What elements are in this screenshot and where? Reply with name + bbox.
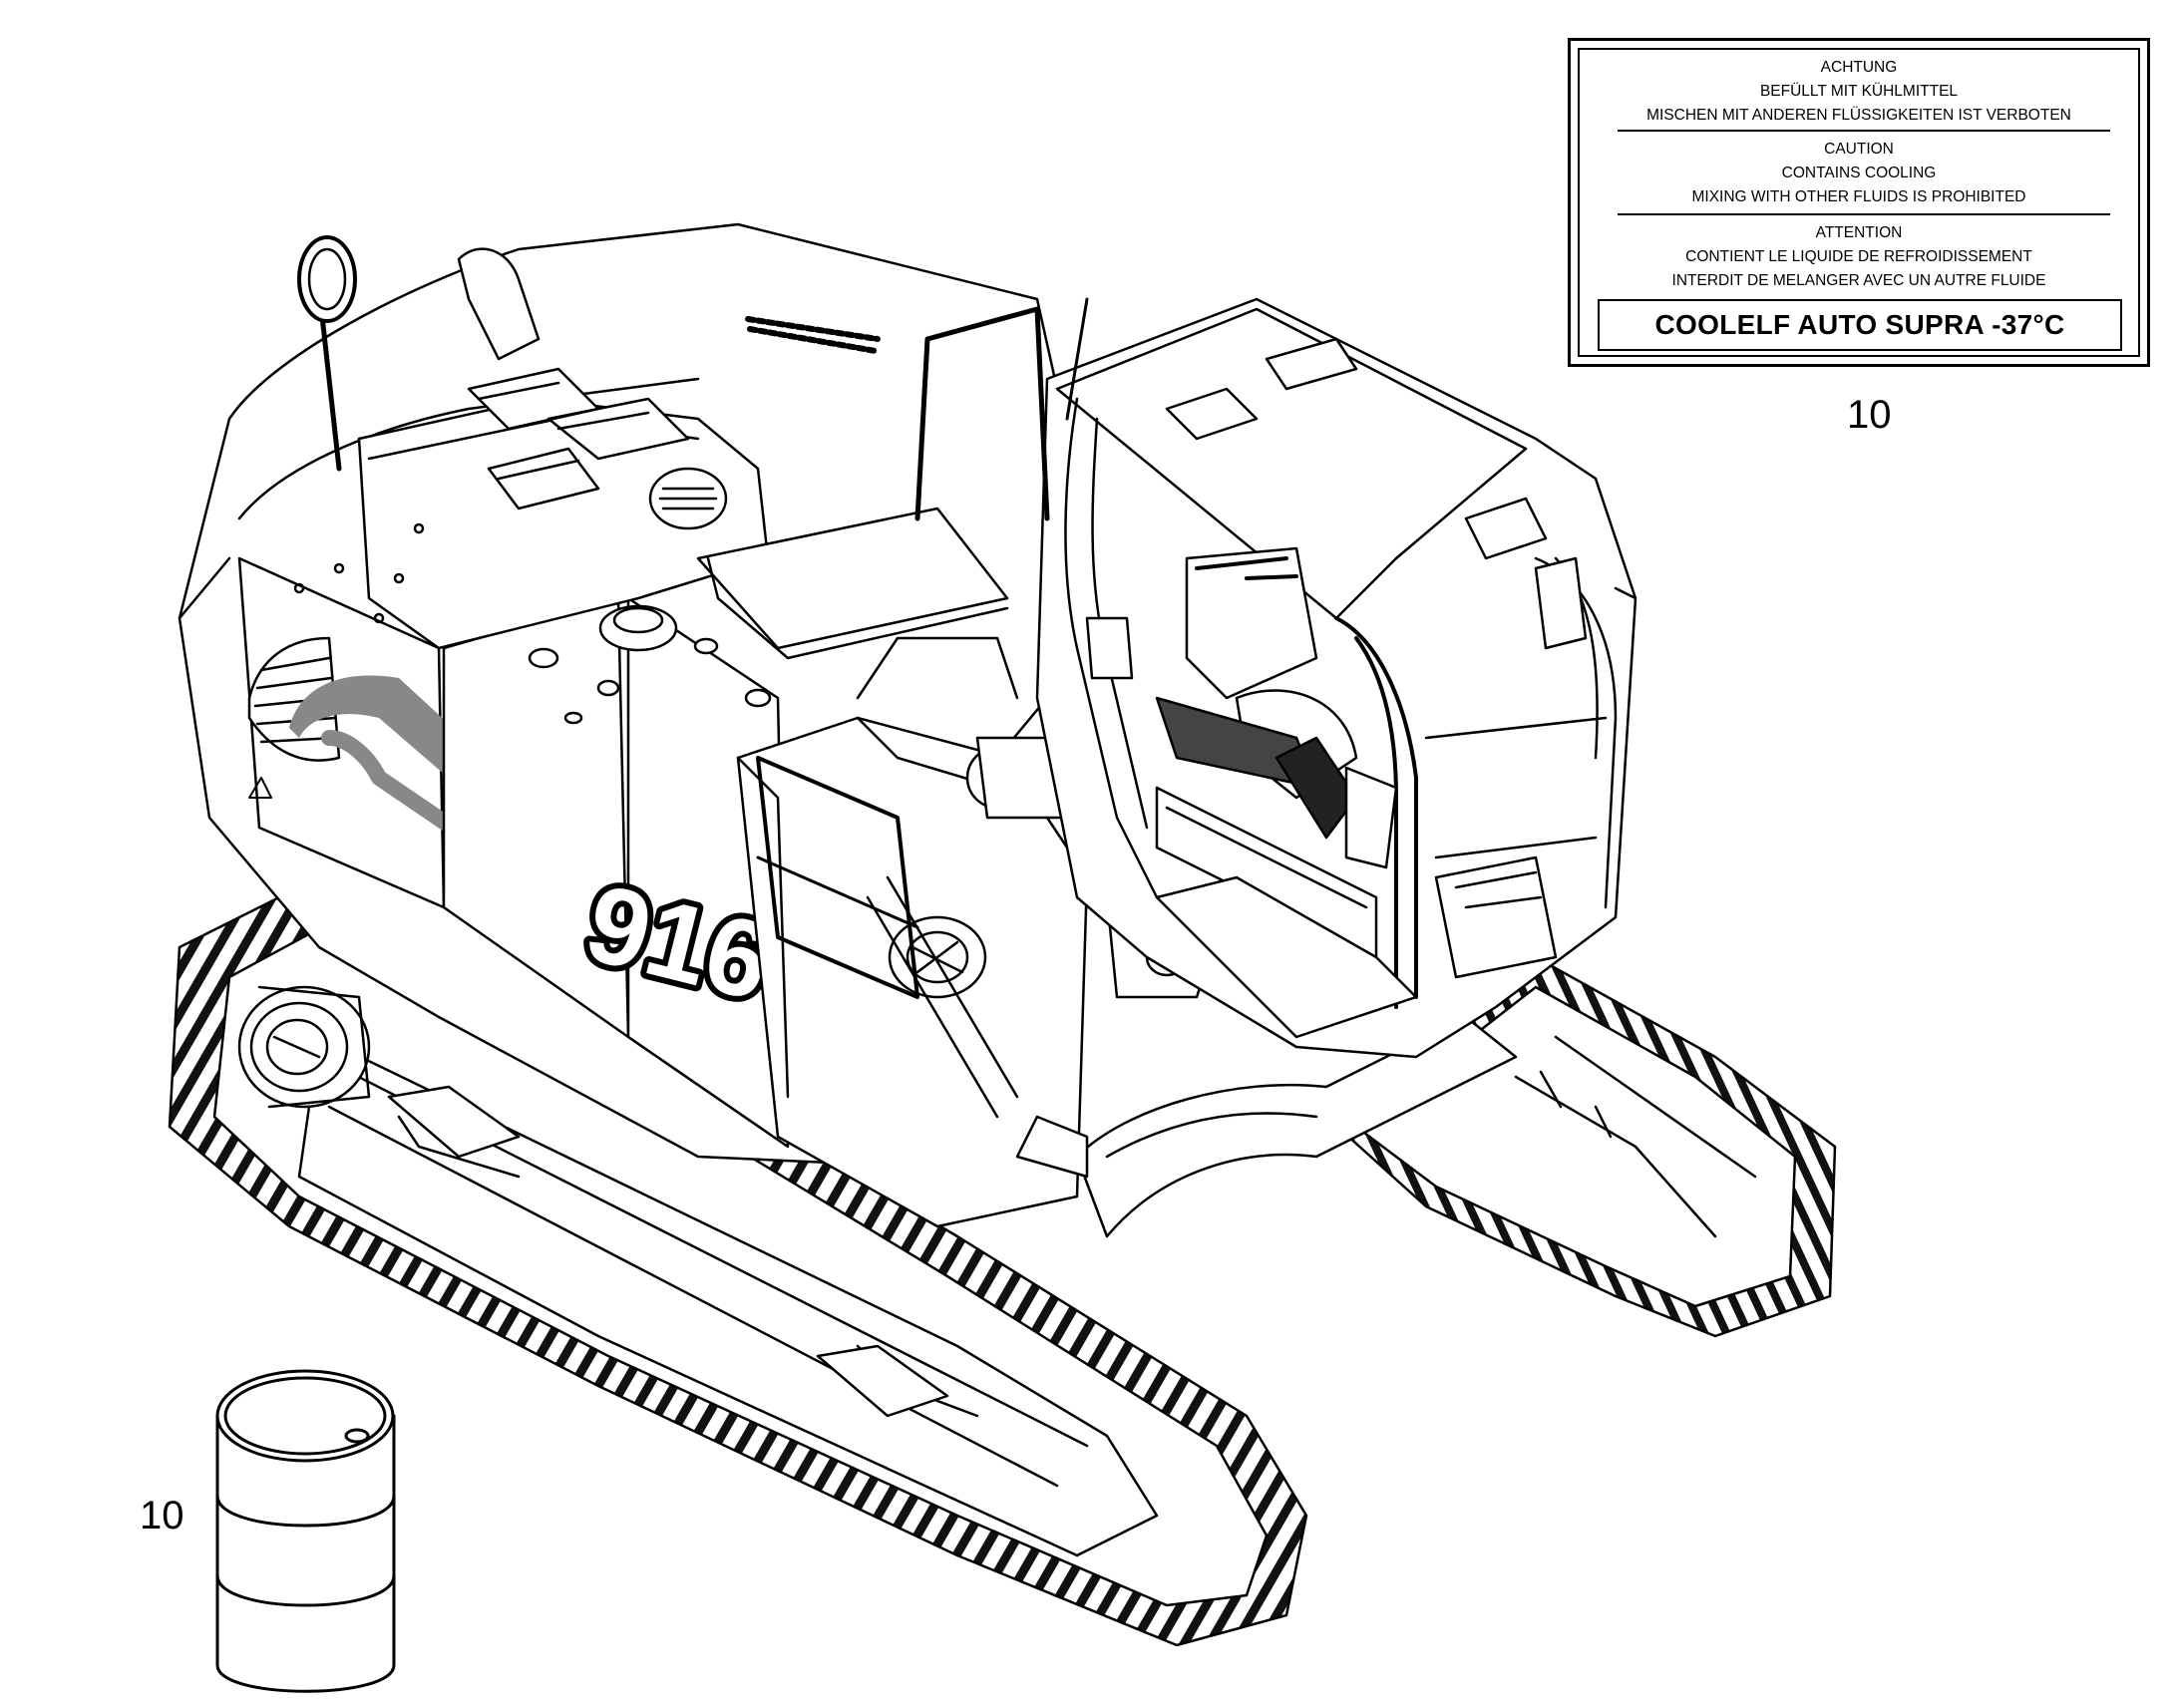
label-separator: [1618, 130, 2110, 132]
label-french-line: ATTENTION: [1815, 224, 1903, 241]
undercarriage-center: [1075, 1015, 1518, 1238]
label-german-line: ACHTUNG: [1820, 59, 1898, 76]
warning-triangle-icon: [248, 777, 272, 799]
oil-drum-icon: [215, 1369, 396, 1693]
coolant-warning-label-inner: ACHTUNG BEFÜLLT MIT KÜHLMITTEL MISCHEN M…: [1578, 48, 2140, 357]
coolant-warning-label: ACHTUNG BEFÜLLT MIT KÜHLMITTEL MISCHEN M…: [1568, 38, 2150, 367]
label-german-line: MISCHEN MIT ANDEREN FLÜSSIGKEITEN IST VE…: [1646, 107, 2071, 124]
label-french-line: CONTIENT LE LIQUIDE DE REFROIDISSEMENT: [1685, 248, 2032, 265]
label-english-line: CAUTION: [1824, 141, 1894, 158]
label-english: CAUTION CONTAINS COOLING MIXING WITH OTH…: [1580, 138, 2138, 209]
callout-label-ref: 10: [1847, 393, 1892, 437]
callout-drum-ref: 10: [140, 1494, 184, 1537]
label-german: ACHTUNG BEFÜLLT MIT KÜHLMITTEL MISCHEN M…: [1580, 56, 2138, 128]
label-english-line: MIXING WITH OTHER FLUIDS IS PROHIBITED: [1691, 188, 2026, 205]
left-track: [168, 865, 1308, 1647]
label-french-line: INTERDIT DE MELANGER AVEC UN AUTRE FLUID…: [1671, 272, 2046, 289]
label-french: ATTENTION CONTIENT LE LIQUIDE DE REFROID…: [1580, 221, 2138, 293]
final-drive: [237, 985, 371, 1109]
label-german-line: BEFÜLLT MIT KÜHLMITTEL: [1759, 83, 1959, 100]
label-english-line: CONTAINS COOLING: [1781, 165, 1937, 181]
coolant-product-name: COOLELF AUTO SUPRA -37°C: [1598, 299, 2122, 351]
label-separator: [1618, 213, 2110, 215]
operator-cab: [914, 297, 1637, 1059]
